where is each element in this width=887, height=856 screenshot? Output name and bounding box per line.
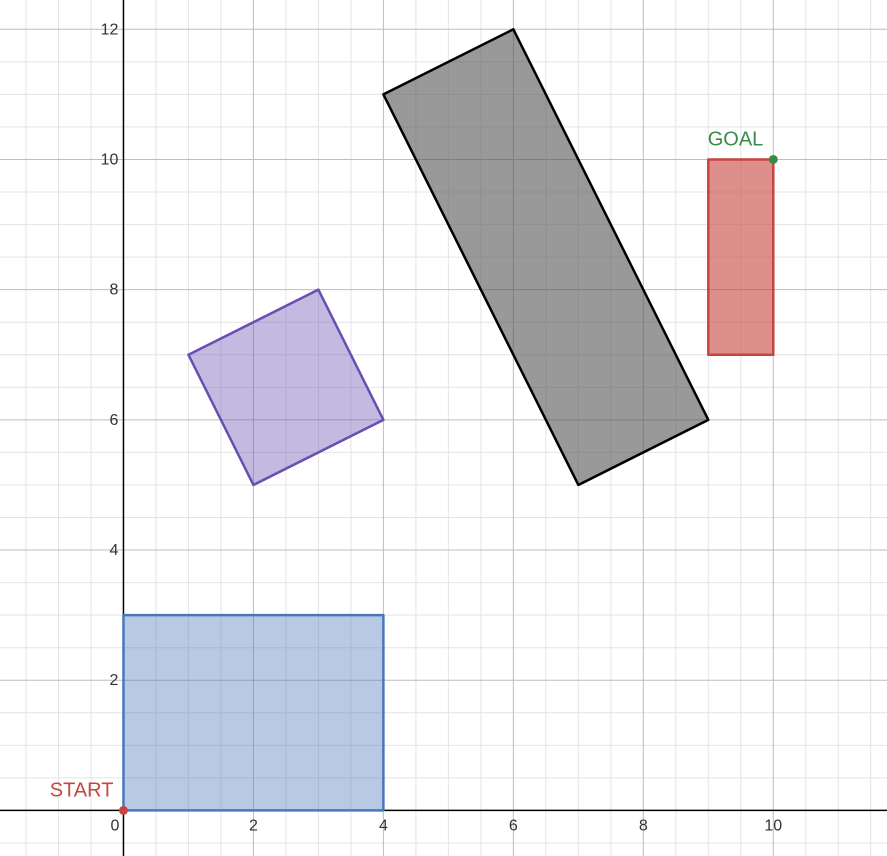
polygon-layer (122, 28, 775, 812)
tick-label-layer: 0 2 4 6 8 10 2 4 6 8 10 12 (101, 21, 783, 834)
start-point (118, 805, 128, 815)
purple-square (187, 288, 385, 487)
blue-rectangle (122, 613, 385, 812)
x-tick-label: 0 (111, 817, 120, 834)
goal-point (768, 154, 778, 164)
goal-label: GOAL (708, 128, 764, 150)
gray-rectangle (382, 28, 710, 487)
y-tick-label: 6 (110, 412, 119, 429)
y-tick-label: 10 (101, 151, 119, 168)
y-tick-label: 12 (101, 21, 119, 38)
x-tick-label: 10 (764, 817, 782, 834)
point-layer: START GOAL (50, 128, 778, 815)
x-tick-label: 2 (249, 817, 258, 834)
x-tick-label: 6 (509, 817, 518, 834)
start-label: START (50, 779, 114, 801)
red-rectangle (707, 158, 775, 357)
y-tick-label: 4 (110, 542, 119, 559)
x-tick-label: 4 (379, 817, 388, 834)
y-tick-label: 8 (110, 282, 119, 299)
x-tick-label: 8 (639, 817, 648, 834)
y-tick-label: 2 (110, 672, 119, 689)
